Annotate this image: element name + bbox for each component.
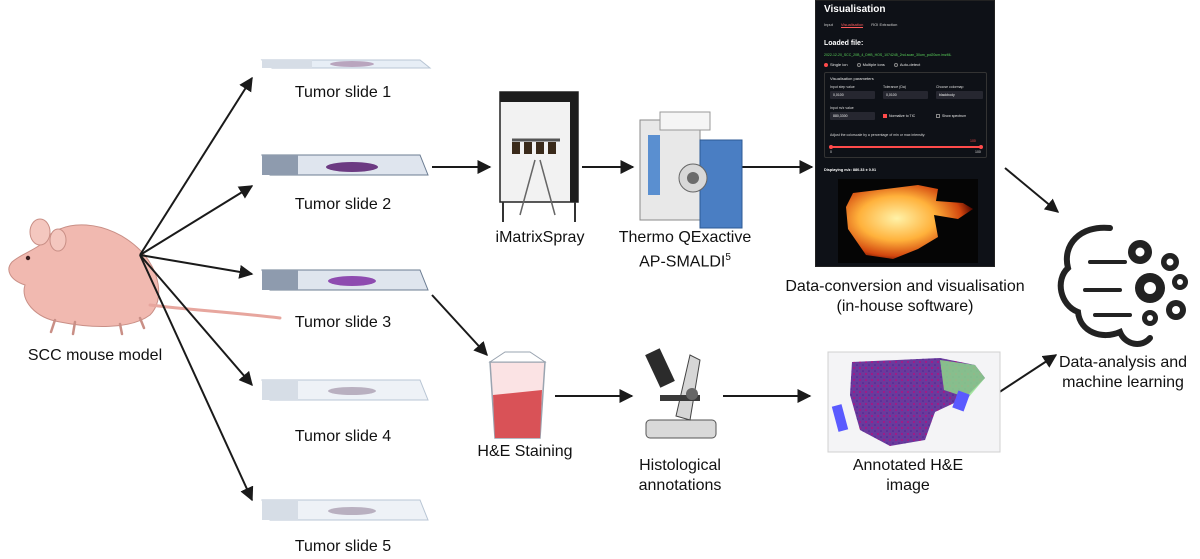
slide-4-label: Tumor slide 4	[294, 428, 392, 445]
arrow-to-slide-3	[139, 254, 254, 279]
ml-label: Data-analysis and machine learning	[1050, 353, 1196, 393]
checkbox-label: Normalize to TIC	[889, 114, 916, 118]
annotated-label: Annotated H&E image	[828, 456, 988, 496]
radio-single-ion[interactable]: Single ion	[824, 62, 848, 67]
arrow-slide3-to-staining	[431, 294, 488, 357]
radio-dot-icon	[824, 62, 828, 67]
loaded-file-label: Loaded file:	[824, 40, 864, 47]
slide-5-label: Tumor slide 5	[294, 538, 392, 555]
params-title: Visualisation parameters	[830, 76, 874, 81]
tolerance-input[interactable]: 0,0100	[883, 91, 928, 99]
slider-handle-max[interactable]	[979, 144, 983, 149]
software-screenshot: Visualisation Input Visualisation ROI Ex…	[815, 0, 995, 267]
visualisation-parameters-panel: Visualisation parameters Input step valu…	[824, 72, 987, 158]
radio-label: Multiple ions	[862, 62, 885, 67]
mass-spec-ref: 5	[725, 252, 731, 263]
spectrum-checkbox[interactable]: Show spectrum	[936, 114, 966, 118]
annotated-line-2: image	[886, 477, 930, 494]
colormap-select[interactable]: blackbody	[936, 91, 983, 99]
annotated-line-1: Annotated H&E	[852, 457, 964, 474]
brain-gears-icon	[1057, 224, 1188, 347]
slider-min-label: 0	[830, 150, 832, 154]
slide-2	[261, 154, 429, 176]
ion-image	[838, 179, 978, 263]
app-title: Visualisation	[824, 4, 886, 15]
arrow-to-slide-1	[139, 76, 253, 256]
tolerance-label: Tolerance (Da)	[883, 85, 906, 89]
mass-spec-illustration	[639, 111, 743, 229]
radio-label: Auto-detect	[899, 62, 921, 67]
radio-dot-icon	[893, 62, 898, 67]
mouse-label: SCC mouse model	[27, 347, 163, 364]
radio-auto-detect[interactable]: Auto-detect	[893, 62, 921, 67]
app-tabs: Input Visualisation ROI Extraction	[824, 22, 897, 28]
slider-handle-min[interactable]	[829, 144, 833, 149]
slider-max-label: 100	[975, 150, 981, 154]
slider-label: Adjust the colorscale by a percentage of…	[830, 133, 926, 137]
annotated-he-image	[827, 351, 1001, 453]
staining-illustration	[488, 351, 547, 439]
staining-label: H&E Staining	[477, 443, 573, 460]
ion-mode-radio-group: Single ion Multiple ions Auto-detect	[824, 62, 920, 67]
microscope-line-2: annotations	[638, 477, 722, 494]
slide-2-label: Tumor slide 2	[294, 196, 392, 213]
radio-label: Single ion	[830, 62, 848, 67]
mass-spec-model: AP-SMALDI	[639, 253, 726, 271]
tab-roi-extraction[interactable]: ROI Extraction	[871, 22, 898, 27]
slide-4	[261, 379, 429, 401]
mz-label: Input m/z value	[830, 106, 854, 110]
colormap-label: Choose colormap	[936, 85, 964, 89]
mz-input[interactable]: 880,3300	[830, 112, 875, 120]
radio-multiple-ions[interactable]: Multiple ions	[856, 62, 885, 67]
arrow-to-slide-4	[139, 254, 253, 387]
checkbox-label: Show spectrum	[942, 114, 967, 118]
checkbox-icon	[936, 114, 940, 118]
colorscale-slider[interactable]	[831, 146, 981, 148]
normalize-checkbox[interactable]: Normalize to TIC	[883, 114, 915, 118]
microscope-illustration	[645, 348, 717, 439]
sprayer-illustration	[499, 91, 579, 222]
ml-line-1: Data-analysis and	[1058, 354, 1188, 371]
slide-5	[261, 499, 429, 521]
step-input[interactable]: 0,0100	[830, 91, 875, 99]
slider-value: 100	[970, 139, 976, 143]
mouse-illustration	[8, 218, 282, 336]
arrow-software-to-ml	[1004, 167, 1060, 213]
microscope-line-1: Histological	[639, 457, 721, 474]
software-line-1: Data-conversion and visualisation	[785, 278, 1025, 295]
mass-spec-line-1: Thermo QExactive	[618, 229, 752, 246]
arrow-to-slide-5	[139, 254, 254, 502]
slide-3	[261, 269, 429, 291]
mass-spec-label: Thermo QExactive AP-SMALDI5	[610, 228, 760, 272]
slide-1-label: Tumor slide 1	[294, 84, 392, 101]
tab-input[interactable]: Input	[824, 22, 833, 27]
arrow-to-slide-2	[139, 185, 254, 256]
checkbox-icon	[883, 114, 887, 118]
fan-arrows	[139, 76, 254, 502]
step-label: Input step value	[830, 85, 855, 89]
slide-1	[260, 59, 432, 69]
slide-3-label: Tumor slide 3	[294, 314, 392, 331]
arrow-annotated-to-ml	[997, 354, 1058, 394]
microscope-label: Histological annotations	[605, 456, 755, 496]
mass-spec-line-2: AP-SMALDI5	[610, 248, 760, 272]
ml-line-2: machine learning	[1062, 374, 1184, 391]
sprayer-label: iMatrixSpray	[495, 229, 585, 246]
loaded-filename: 2022-12-20_SCC_20B_4_DHB_HOS_1074245_2nd…	[824, 53, 952, 57]
software-line-2: (in-house software)	[836, 298, 974, 315]
software-label: Data-conversion and visualisation (in-ho…	[760, 277, 1050, 317]
tab-visualisation[interactable]: Visualisation	[840, 22, 864, 28]
radio-dot-icon	[856, 62, 861, 67]
displaying-mz: Displaying m/z: 880.33 ± 0.01	[824, 168, 877, 172]
